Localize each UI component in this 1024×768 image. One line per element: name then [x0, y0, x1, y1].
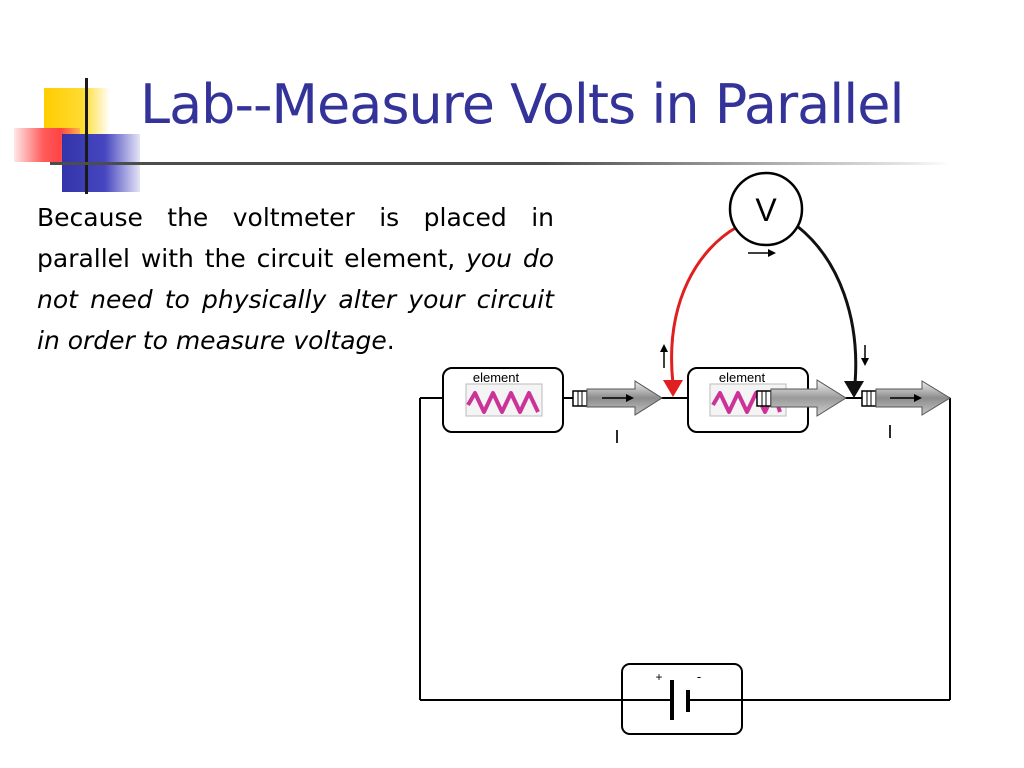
current-arrow-right [861, 380, 951, 416]
battery-minus-label: - [697, 669, 701, 684]
element-left: element [442, 367, 564, 433]
voltmeter-symbol: V [755, 192, 777, 228]
lead-current-arrows [660, 249, 869, 368]
current-arrow-left [572, 380, 663, 416]
battery: + - [621, 663, 743, 735]
decor-vertical-line [85, 78, 88, 194]
element-left-label: element [473, 370, 520, 385]
voltmeter: V [728, 171, 804, 247]
black-lead-tip [844, 381, 864, 398]
current-label-left: I [614, 427, 619, 447]
voltmeter-red-lead [670, 225, 738, 385]
element-right-label: element [719, 370, 766, 385]
slide-title: Lab--Measure Volts in Parallel [140, 73, 904, 136]
body-text-italic: you do not need to physically alter your… [37, 244, 554, 355]
element-right: element [687, 367, 809, 433]
circuit-wires [419, 397, 951, 701]
voltmeter-black-lead [796, 224, 858, 385]
ammeter-probe [756, 379, 847, 417]
resistor-left [466, 391, 540, 414]
red-lead-tip [663, 380, 683, 397]
battery-plus-label: + [655, 670, 662, 684]
title-underline [50, 162, 950, 165]
current-label-right: I [887, 422, 892, 442]
body-text-period: . [386, 326, 395, 355]
body-text-normal: Because the voltmeter is placed in paral… [37, 203, 554, 273]
body-paragraph: Because the voltmeter is placed in paral… [37, 197, 554, 361]
